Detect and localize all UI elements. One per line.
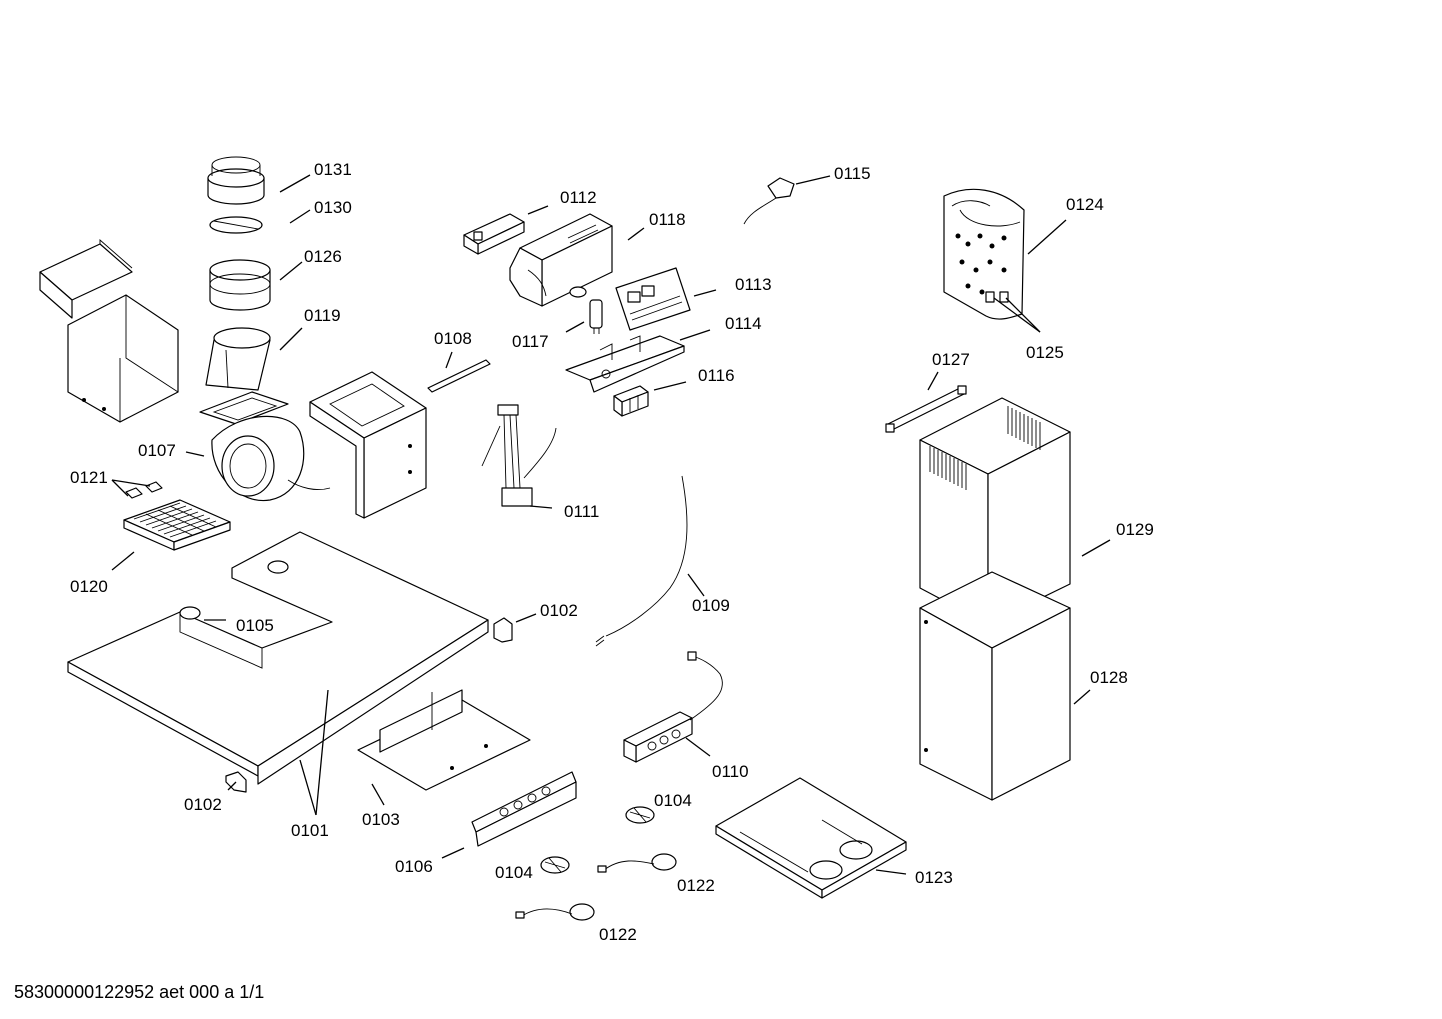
label-0104-lower: 0104 <box>495 863 533 882</box>
grease-filter-0120 <box>123 499 231 551</box>
label-0114: 0114 <box>725 314 762 333</box>
transformer-0112 <box>463 213 525 255</box>
canopy-body-0101 <box>67 531 489 785</box>
label-0120: 0120 <box>70 577 108 596</box>
label-0108: 0108 <box>434 329 472 348</box>
switch-module-0110 <box>623 651 723 763</box>
label-0128: 0128 <box>1090 668 1128 687</box>
label-0130: 0130 <box>314 198 352 217</box>
end-cap-0102-right <box>493 617 513 643</box>
lamp-0104-upper <box>625 806 655 824</box>
label-0115: 0115 <box>834 164 871 183</box>
base-plate-0114 <box>565 335 685 393</box>
fan-housing-box <box>309 371 427 519</box>
label-0124: 0124 <box>1066 195 1104 214</box>
label-0113: 0113 <box>735 275 772 294</box>
chimney-lower-0128 <box>919 571 1071 801</box>
frame-panel <box>67 294 179 423</box>
rod-0108 <box>427 359 491 393</box>
label-0129: 0129 <box>1116 520 1154 539</box>
duct-ring-0131 <box>207 156 265 205</box>
control-housing-0118 <box>509 213 613 307</box>
label-0111: 0111 <box>564 502 599 521</box>
label-0109: 0109 <box>692 596 730 615</box>
blower-motor-0107 <box>199 391 331 502</box>
power-plug-0115 <box>743 177 795 225</box>
document-footer: 58300000122952 aet 000 a 1/1 <box>14 982 264 1002</box>
label-0131: 0131 <box>314 160 352 179</box>
label-0122-upper: 0122 <box>677 876 715 895</box>
lamp-lead-0122-upper <box>597 853 677 873</box>
bracket-0127 <box>885 385 967 433</box>
lamp-lead-0122-lower <box>515 903 595 921</box>
label-0102-left: 0102 <box>184 795 222 814</box>
bracket-0103 <box>357 689 531 791</box>
terminal-block-0116 <box>613 385 649 417</box>
label-0105: 0105 <box>236 616 274 635</box>
label-0127: 0127 <box>932 350 970 369</box>
label-0119: 0119 <box>304 306 341 325</box>
label-0122-lower: 0122 <box>599 925 637 944</box>
seal-ring-0130 <box>209 216 263 234</box>
label-0123: 0123 <box>915 868 953 887</box>
pcb-0113 <box>615 267 691 331</box>
label-0125: 0125 <box>1026 343 1064 362</box>
leader-lines <box>111 174 1111 875</box>
cable-0109 <box>595 475 688 647</box>
wiring-harness-0111 <box>481 404 557 507</box>
control-panel-0106 <box>471 771 577 847</box>
upper-bracket <box>39 239 133 319</box>
label-0102-right: 0102 <box>540 601 578 620</box>
label-0116: 0116 <box>698 366 735 385</box>
label-0110: 0110 <box>712 762 749 781</box>
label-0104-upper: 0104 <box>654 791 692 810</box>
chimney-upper-0129 <box>919 397 1071 625</box>
label-0106: 0106 <box>395 857 433 876</box>
label-0112: 0112 <box>560 188 597 207</box>
label-0117: 0117 <box>512 332 549 351</box>
lamp-0104-lower <box>540 856 570 874</box>
capacitor-0117 <box>589 299 603 334</box>
label-0101: 0101 <box>291 821 329 840</box>
label-0107: 0107 <box>138 441 176 460</box>
label-0126: 0126 <box>304 247 342 266</box>
label-0103: 0103 <box>362 810 400 829</box>
label-0121: 0121 <box>70 468 108 487</box>
label-0118: 0118 <box>649 210 686 229</box>
clip-0121 <box>125 481 163 499</box>
duct-adapter-0119 <box>205 327 271 391</box>
duct-ring-0126 <box>209 259 271 311</box>
lower-cover-0123 <box>715 777 907 899</box>
part-labels: 0131 0130 0126 0119 0107 0121 0120 0105 … <box>70 160 1154 944</box>
parts-bag-0124 <box>943 188 1025 320</box>
